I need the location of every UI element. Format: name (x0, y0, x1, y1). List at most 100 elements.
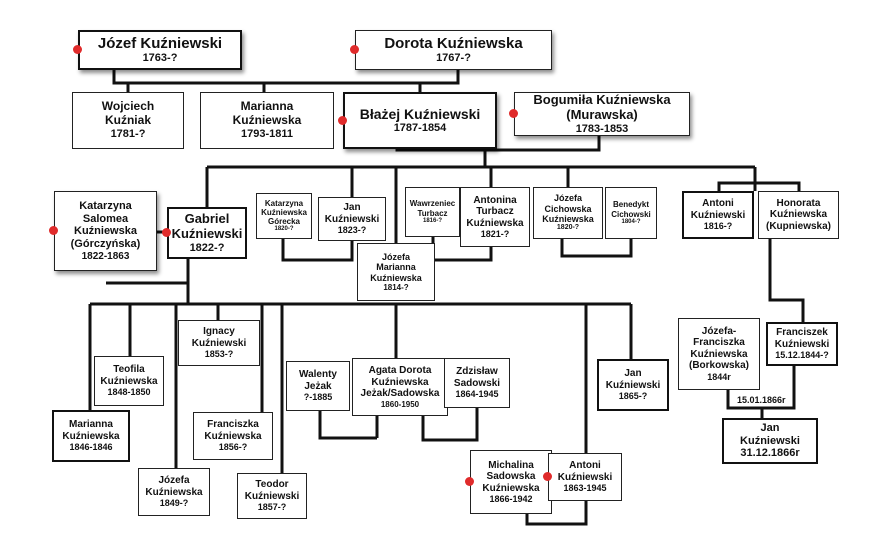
connector-line (768, 239, 805, 322)
marker-dot (49, 226, 58, 235)
person-name: Józefa Marianna Kuźniewska (370, 251, 422, 283)
person-name: Antoni Kuźniewski (690, 198, 746, 221)
person-dates: 1822-? (189, 241, 225, 254)
person-name: Franciszek Kuźniewski (774, 327, 830, 350)
person-dates: 1763-? (142, 52, 178, 65)
connector-line (421, 408, 479, 442)
marker-dot (350, 45, 359, 54)
marriage-date-label: 15.01.1866r (736, 395, 787, 405)
person-name: Honorata Kuźniewska (Kupniewska) (765, 197, 831, 232)
connector-line (112, 70, 460, 85)
person-dates: 1821-? (480, 229, 510, 240)
person-box-jozefa-franciszka: Józefa- Franciszka Kuźniewska (Borkowska… (678, 318, 760, 390)
person-name: Walenty Jeżak (299, 369, 337, 392)
person-name: Józefa Cichowska Kuźniewska (542, 193, 594, 225)
person-dates: 1822-1863 (81, 250, 130, 262)
person-name: Teofila Kuźniewska (100, 364, 158, 387)
person-name: Jan Kuźniewski (605, 368, 661, 391)
person-dates: 1865-? (618, 391, 648, 402)
marker-dot (73, 45, 82, 54)
person-name: Teodor Kuźniewski (244, 479, 300, 502)
person-name: Ignacy Kuźniewski (191, 326, 247, 349)
person-dates: 1783-1853 (575, 122, 629, 135)
person-name: Dorota Kuźniewska (384, 35, 523, 53)
person-box-bogumila: Bogumiła Kuźniewska (Murawska)1783-1853 (514, 92, 690, 136)
connector-line (318, 411, 377, 440)
person-name: Józefa- Franciszka Kuźniewska (Borkowska… (688, 325, 749, 372)
person-name: Katarzyna Kuźniewska Górecka (261, 198, 307, 227)
person-name: Katarzyna Salomea Kuźniewska (Górczyńska… (70, 199, 141, 250)
connector-line (281, 239, 354, 262)
person-name: Jan Kuźniewski (324, 202, 380, 225)
person-dates: 1844r (707, 371, 731, 382)
person-dates: 1846-1846 (69, 442, 113, 453)
person-dates: 31.12.1866r (740, 447, 800, 460)
connector-line (395, 136, 601, 152)
marker-dot (509, 109, 518, 118)
person-name: Michalina Sadowska Kuźniewska (482, 459, 540, 494)
person-dates: 1820-? (274, 226, 294, 233)
person-name: Agata Dorota Kuźniewska Jeżak/Sadowska (360, 365, 440, 400)
person-dates: 1814-? (383, 282, 409, 292)
person-dates: 1793-1811 (241, 127, 293, 140)
person-name: Bogumiła Kuźniewska (Murawska) (533, 92, 671, 122)
person-dates: 1856-? (218, 442, 248, 453)
person-dates: 1787-1854 (393, 122, 447, 135)
person-dates: 1857-? (257, 502, 287, 513)
person-name: Józefa Kuźniewska (145, 475, 203, 498)
marker-dot (338, 115, 347, 125)
person-name: Błażej Kuźniewski (359, 106, 481, 123)
marker-dot (465, 477, 474, 486)
person-dates: 1820-? (556, 224, 580, 232)
person-name: Wawrzeniec Turbacz (409, 199, 456, 218)
person-name: Marianna Kuźniewska (232, 99, 302, 128)
person-dates: 1767-? (436, 52, 471, 65)
person-dates: 1848-1850 (107, 387, 151, 398)
person-dates: 1853-? (204, 349, 234, 360)
person-dates: 1863-1945 (563, 483, 607, 494)
person-name: Antonina Turbacz Kuźniewska (466, 194, 524, 229)
person-dates: 1823-? (337, 225, 367, 236)
person-dates: 1866-1942 (489, 494, 533, 505)
marker-dot (543, 472, 552, 481)
person-name: Wojciech Kuźniak (101, 99, 155, 128)
person-name: Franciszka Kuźniewska (204, 419, 262, 442)
person-name: Jan Kuźniewski (740, 422, 800, 447)
person-box-katarzyna-salomea: Katarzyna Salomea Kuźniewska (Górczyńska… (54, 191, 157, 271)
person-name: Józef Kuźniewski (97, 35, 223, 53)
person-dates: 1849-? (159, 498, 189, 509)
person-name: Zdzisław Sadowski (453, 366, 501, 389)
person-name: Gabriel Kuźniewski (171, 210, 243, 241)
person-name: Antoni Kuźniewski (557, 460, 613, 483)
person-dates: 1781-? (110, 127, 146, 140)
person-dates: ?-1885 (303, 392, 333, 403)
person-dates: 15.12.1844-? (775, 350, 829, 361)
person-name: Benedykt Cichowski (611, 200, 651, 219)
person-dates: 1804-? (621, 218, 641, 225)
person-dates: 1860-1950 (380, 399, 420, 409)
connector-line (717, 181, 801, 191)
